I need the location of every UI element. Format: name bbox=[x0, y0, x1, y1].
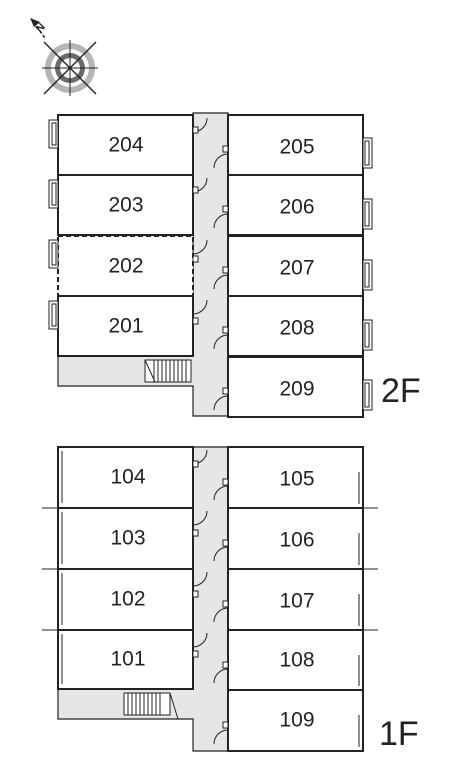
room-label: 205 bbox=[279, 136, 314, 159]
staircase bbox=[123, 692, 179, 720]
room-label: 105 bbox=[279, 468, 314, 491]
balcony-windows-right bbox=[362, 137, 373, 411]
room-label: 101 bbox=[110, 648, 145, 671]
room-label: 202 bbox=[108, 255, 143, 278]
room-label: 102 bbox=[110, 588, 145, 611]
door-icons-left bbox=[192, 117, 208, 325]
room-label: 103 bbox=[110, 527, 145, 550]
room-206: 206 bbox=[227, 174, 364, 236]
room-101: 101 bbox=[57, 629, 194, 690]
door-icons-right bbox=[213, 145, 229, 411]
floor-label: 2F bbox=[381, 372, 421, 410]
room-208: 208 bbox=[227, 295, 364, 357]
room-202: 202 bbox=[57, 235, 194, 297]
grid-lines bbox=[42, 507, 378, 631]
floor-label: 1F bbox=[379, 715, 419, 753]
room-203: 203 bbox=[57, 174, 194, 236]
room-205: 205 bbox=[227, 114, 364, 176]
floor-1f: 104 103 102 101 105 bbox=[42, 446, 419, 753]
room-201: 201 bbox=[57, 295, 194, 357]
room-label: 203 bbox=[108, 194, 143, 217]
room-204: 204 bbox=[57, 114, 194, 176]
room-label: 104 bbox=[110, 466, 145, 489]
room-label: 108 bbox=[279, 649, 314, 672]
room-102: 102 bbox=[57, 568, 194, 631]
room-109: 109 bbox=[227, 689, 364, 752]
room-label: 106 bbox=[279, 529, 314, 552]
staircase bbox=[144, 359, 192, 383]
room-104: 104 bbox=[57, 446, 194, 509]
balcony-windows-left bbox=[48, 119, 59, 330]
room-label: 209 bbox=[279, 378, 314, 401]
compass-rose-icon: N bbox=[30, 18, 98, 96]
door-icons-left bbox=[192, 449, 208, 658]
room-209: 209 bbox=[227, 356, 364, 418]
room-label: 204 bbox=[108, 134, 143, 157]
room-label: 208 bbox=[279, 317, 314, 340]
room-105: 105 bbox=[227, 446, 364, 509]
room-107: 107 bbox=[227, 568, 364, 631]
room-label: 206 bbox=[279, 196, 314, 219]
room-label: 201 bbox=[108, 315, 143, 338]
room-106: 106 bbox=[227, 507, 364, 570]
room-108: 108 bbox=[227, 629, 364, 691]
room-label: 109 bbox=[279, 709, 314, 732]
door-icons-right bbox=[213, 478, 229, 745]
floor-2f: 204 203 202 201 bbox=[48, 112, 421, 418]
room-label: 207 bbox=[279, 257, 314, 280]
room-207: 207 bbox=[227, 235, 364, 297]
room-label: 107 bbox=[279, 590, 314, 613]
room-103: 103 bbox=[57, 507, 194, 570]
